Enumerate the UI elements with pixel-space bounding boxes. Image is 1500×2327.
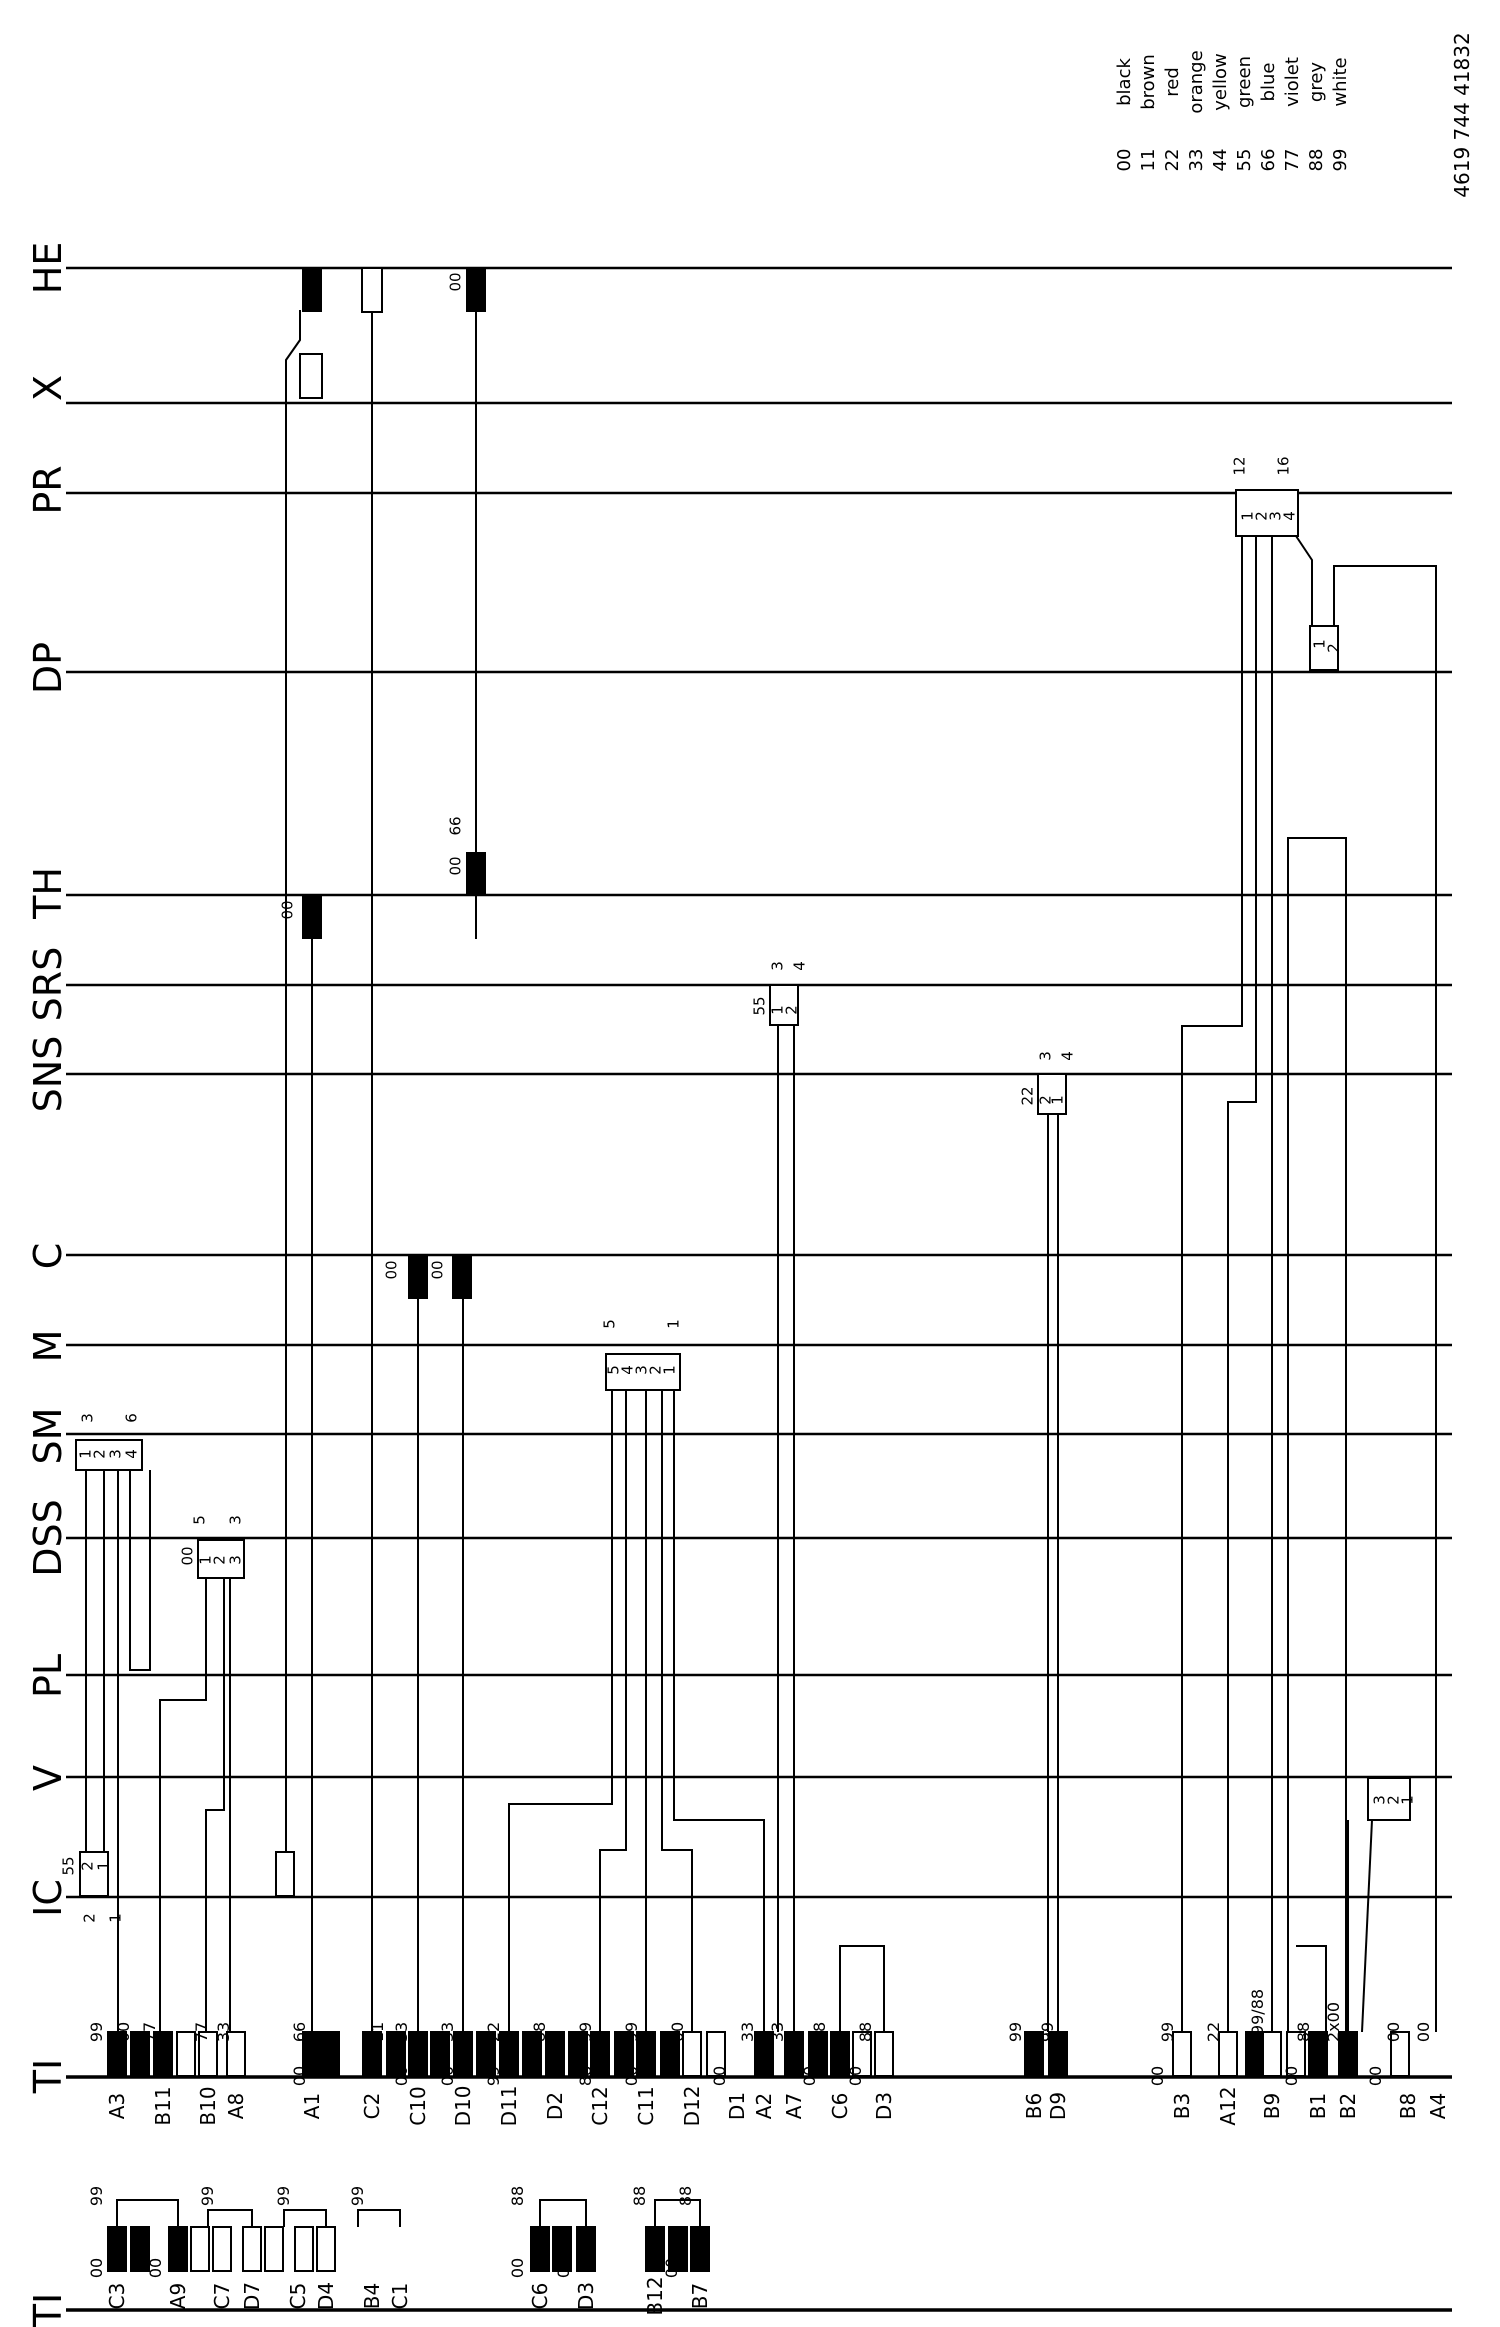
terminal-block [1286,2031,1306,2077]
terminal-block [808,2031,828,2077]
wire [205,1578,225,2032]
wire [129,1470,151,1671]
terminal-block [614,2031,634,2077]
terminal-block [168,2226,188,2272]
jumper-wire [357,2209,401,2227]
wire [1227,536,1257,2032]
wire [673,1390,765,2032]
sns-connector-box [1037,1073,1067,1115]
terminal-blocks [107,2031,1410,2272]
m-connector-box [605,1353,681,1391]
terminal-block [830,2031,850,2077]
terminal-block [754,2031,774,2077]
terminal-block [362,2031,382,2077]
srs-connector-box [769,984,799,1026]
terminal-block [1308,2031,1328,2077]
terminal-block [453,2031,473,2077]
terminal-block [153,2031,173,2077]
c-block [452,1255,472,1299]
terminal-block [706,2031,726,2077]
terminal-block [522,2031,542,2077]
terminal-block [226,2031,246,2077]
terminal-block [107,2031,127,2077]
terminal-block [668,2226,688,2272]
terminal-block [636,2031,656,2077]
th-block [466,852,486,896]
wire [1287,837,1347,2032]
terminal-block [645,2226,665,2272]
wire [1361,1819,1373,2033]
terminal-block [568,2031,588,2077]
wire [159,1578,207,2032]
terminal-block [190,2226,210,2272]
terminal-block [294,2226,314,2272]
dss-connector-box [197,1539,245,1579]
he-small-box [361,267,383,313]
terminal-block [1024,2031,1044,2077]
terminal-block [530,2226,550,2272]
wire-routing [85,310,1437,2227]
terminal-block [1218,2031,1238,2077]
terminal-block [316,2226,336,2272]
jumper-wire [539,2199,587,2227]
wire [508,1390,613,2032]
wire [1295,535,1313,626]
c-block [408,1255,428,1299]
terminal-block [320,2031,340,2077]
terminal-block [386,2031,406,2077]
v-connector-box [1367,1777,1411,1821]
terminal-block [130,2031,150,2077]
bus-lines [66,266,1452,2312]
ic-small-box [275,1851,295,1897]
terminal-block [660,2031,680,2077]
terminal-block [198,2031,218,2077]
jumper-wire [207,2209,253,2227]
pr-connector-box [1235,489,1299,537]
terminal-block [212,2226,232,2272]
wire [1296,1945,1327,2032]
wire [1181,536,1243,2032]
terminal-block [107,2226,127,2272]
sm-connector-box [75,1439,143,1471]
terminal-block [499,2031,519,2077]
terminal-block [552,2226,572,2272]
terminal-block [1245,2031,1265,2077]
wire [599,1390,627,2032]
wire [839,1945,885,2032]
ic-connector-box [79,1851,109,1897]
wire [285,310,301,1896]
terminal-block [264,2226,284,2272]
terminal-block [874,2031,894,2077]
terminal-block [690,2226,710,2272]
terminal-block [682,2031,702,2077]
terminal-block [852,2031,872,2077]
terminal-block [1048,2031,1068,2077]
terminal-block [1390,2031,1410,2077]
dp-connector-box [1309,625,1339,671]
jumper-wire [654,2199,701,2227]
x-small-box [299,353,323,399]
terminal-block [1172,2031,1192,2077]
terminal-block [242,2226,262,2272]
terminal-block [784,2031,804,2077]
terminal-block [176,2031,196,2077]
terminal-block [130,2226,150,2272]
terminal-block [1262,2031,1282,2077]
th-block [302,895,322,939]
he-block [302,268,322,312]
connectors [75,267,1411,1897]
terminal-block [408,2031,428,2077]
terminal-block [590,2031,610,2077]
wire [1333,565,1437,2032]
he-block [466,268,486,312]
terminal-block [1338,2031,1358,2077]
terminal-block [476,2031,496,2077]
jumper-wire [283,2209,327,2227]
terminal-block [430,2031,450,2077]
wire [661,1390,693,2032]
terminal-block [545,2031,565,2077]
terminal-block [576,2226,596,2272]
jumper-wire [116,2199,179,2227]
